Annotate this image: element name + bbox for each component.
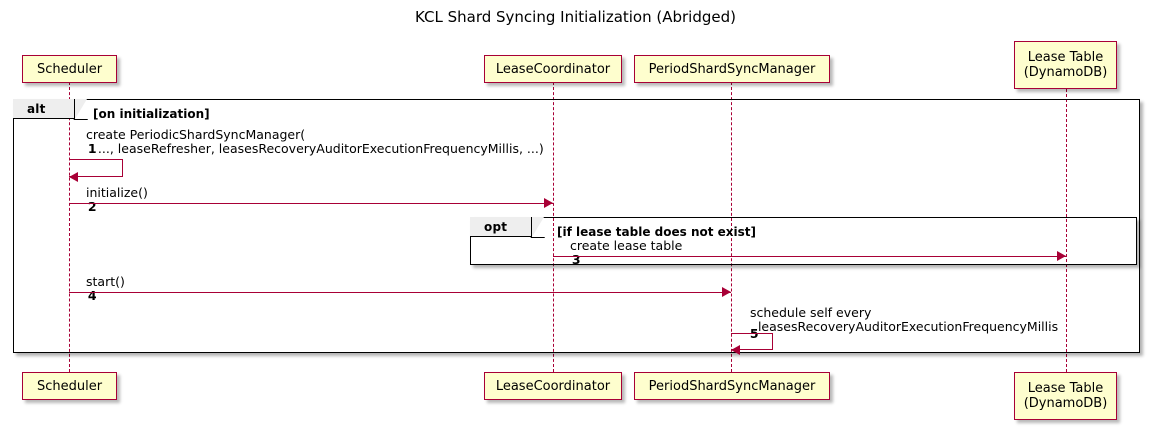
participant-lease-table-top[interactable]: Lease Table (DynamoDB) (1014, 41, 1117, 89)
message-2-label: 2 (72, 186, 97, 228)
participant-period-shard-sync-manager-top[interactable]: PeriodShardSyncManager (634, 55, 830, 83)
lifeline-lease-coordinator (553, 82, 554, 372)
message-1-label: 1 (72, 128, 97, 170)
lifeline-scheduler (69, 82, 70, 372)
diagram-title: KCL Shard Syncing Initialization (Abridg… (415, 8, 736, 26)
message-2-arrowhead (544, 198, 553, 208)
message-5-text-line2: leasesRecoveryAuditorExecutionFrequencyM… (750, 319, 1059, 334)
message-2-text: initialize() (86, 185, 148, 200)
message-4-number: 4 (87, 288, 97, 303)
participant-lease-table-bottom[interactable]: Lease Table (DynamoDB) (1014, 372, 1117, 420)
message-1-text-line1: create PeriodicShardSyncManager( (86, 127, 306, 142)
lifeline-period-shard-sync-manager (731, 82, 732, 372)
message-1-self-loop (69, 159, 123, 177)
fragment-alt-tab-corner (75, 99, 87, 119)
message-3-label: 3 (556, 239, 581, 281)
participant-lease-coordinator-bottom[interactable]: LeaseCoordinator (484, 372, 622, 400)
message-3-text: create lease table (570, 238, 683, 253)
message-4-line (69, 292, 731, 293)
message-4-text: start() (86, 274, 125, 289)
message-1-number: 1 (87, 141, 97, 156)
participant-scheduler-bottom[interactable]: Scheduler (22, 372, 117, 400)
message-3-number: 3 (571, 252, 581, 267)
message-4-label: 4 (72, 275, 97, 317)
participant-scheduler-top[interactable]: Scheduler (22, 55, 117, 83)
message-3-arrowhead (1057, 251, 1066, 261)
fragment-opt (470, 217, 1137, 265)
participant-lease-coordinator-top[interactable]: LeaseCoordinator (484, 55, 622, 83)
fragment-opt-guard: [if lease table does not exist] (557, 225, 757, 239)
message-3-line (553, 256, 1066, 257)
participant-period-shard-sync-manager-bottom[interactable]: PeriodShardSyncManager (634, 372, 830, 400)
fragment-opt-operator: opt (470, 217, 532, 237)
message-5-arrowhead (731, 345, 740, 355)
fragment-alt (13, 99, 1140, 353)
lifeline-lease-table (1066, 89, 1067, 372)
message-5-text-line1: schedule self every (750, 305, 872, 320)
message-1-text-line2: ..., leaseRefresher, leasesRecoveryAudit… (86, 141, 544, 156)
message-1-arrowhead (69, 172, 78, 182)
message-2-line (69, 203, 553, 204)
message-4-arrowhead (722, 287, 731, 297)
fragment-opt-tab-corner (532, 217, 544, 237)
message-2-number: 2 (87, 199, 97, 214)
message-5-self-loop (731, 333, 773, 350)
fragment-alt-guard: [on initialization] (93, 107, 210, 121)
fragment-alt-operator: alt (13, 99, 75, 119)
